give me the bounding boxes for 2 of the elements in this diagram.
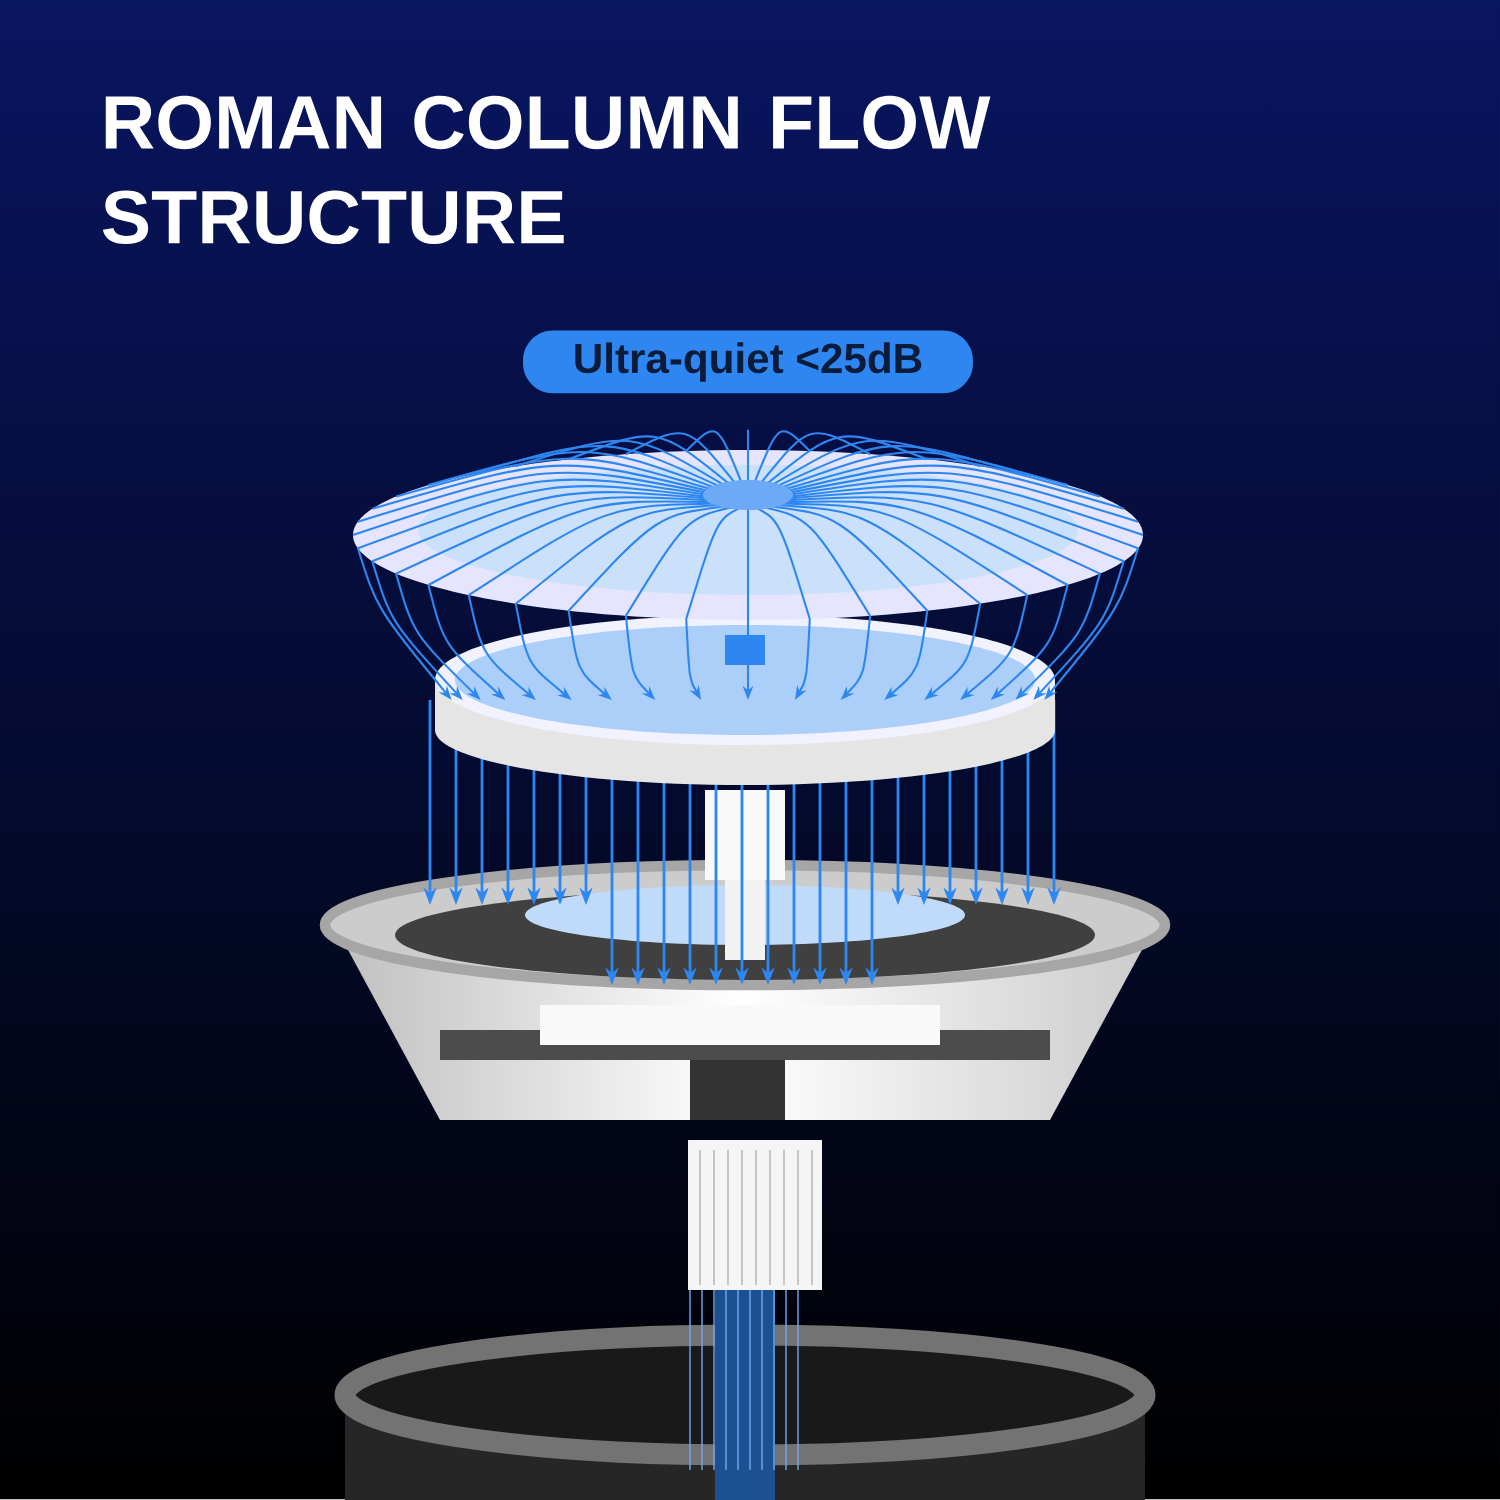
title: ROMAN COLUMN FLOW STRUCTURE: [102, 95, 991, 245]
badge: Ultra-quiet <25dB: [523, 330, 973, 394]
